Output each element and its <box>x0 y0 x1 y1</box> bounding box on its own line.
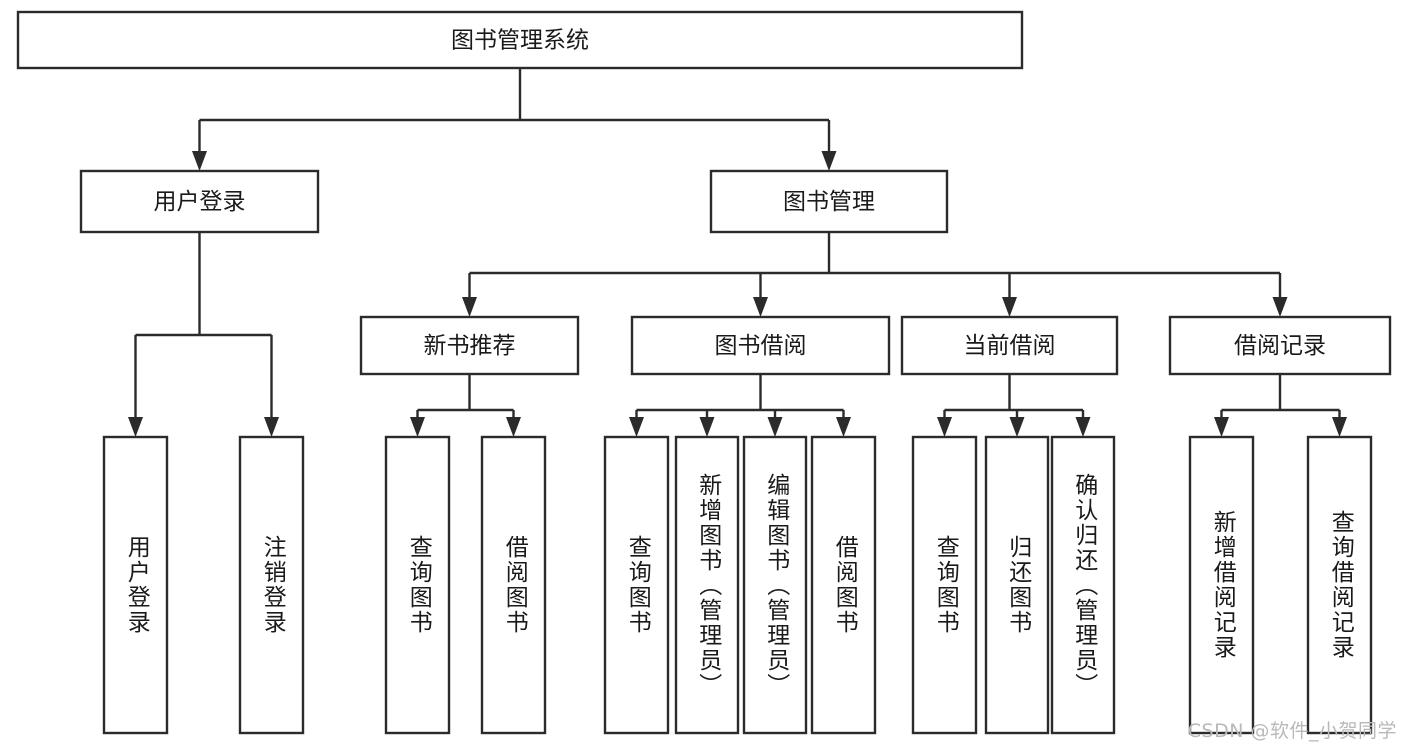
node-label: 用户登录 <box>154 189 246 215</box>
arrow-head-icon <box>264 417 279 437</box>
node-box[interactable] <box>79 169 320 234</box>
arrow-head-icon <box>1332 417 1347 437</box>
node-leaf-query-book-2[interactable] <box>603 435 670 735</box>
node-box[interactable] <box>238 435 305 735</box>
node-box[interactable] <box>102 435 169 735</box>
arrow-head-icon <box>629 417 644 437</box>
node-leaf-return-book[interactable] <box>984 435 1050 735</box>
node-book-manage[interactable]: 图书管理 <box>709 169 949 234</box>
node-leaf-add-book[interactable] <box>674 435 740 735</box>
node-box[interactable] <box>384 435 451 735</box>
arrow-head-icon <box>767 417 783 437</box>
node-label: 图书管理 <box>783 189 875 215</box>
node-box[interactable] <box>603 435 670 735</box>
node-leaf-borrow-book-2[interactable] <box>810 435 877 735</box>
arrow-head-icon <box>753 297 768 317</box>
node-leaf-borrow-book-1[interactable] <box>480 435 547 735</box>
node-leaf-query-book-3[interactable] <box>911 435 978 735</box>
node-borrow-record[interactable]: 借阅记录 <box>1168 315 1392 376</box>
node-box[interactable] <box>984 435 1050 735</box>
node-box[interactable] <box>480 435 547 735</box>
node-box[interactable] <box>900 315 1119 376</box>
node-box[interactable] <box>1050 435 1116 735</box>
node-box[interactable] <box>674 435 740 735</box>
node-label: 新书推荐 <box>424 333 516 359</box>
node-leaf-edit-book[interactable] <box>742 435 808 735</box>
node-book-borrow[interactable]: 图书借阅 <box>630 315 891 376</box>
node-new-book-rec[interactable]: 新书推荐 <box>359 315 580 376</box>
arrow-head-icon <box>506 417 521 437</box>
arrow-head-icon <box>462 297 477 317</box>
node-box[interactable] <box>709 169 949 234</box>
arrow-head-icon <box>699 417 715 437</box>
arrow-head-icon <box>1075 417 1091 437</box>
node-user-login[interactable]: 用户登录 <box>79 169 320 234</box>
arrow-head-icon <box>1272 297 1288 317</box>
node-box[interactable] <box>1306 435 1373 735</box>
node-label: 图书借阅 <box>715 333 807 359</box>
node-box[interactable] <box>742 435 808 735</box>
node-box[interactable] <box>359 315 580 376</box>
arrow-head-icon <box>410 417 425 437</box>
arrow-head-icon <box>1009 417 1025 437</box>
node-leaf-query-book-1[interactable] <box>384 435 451 735</box>
node-box[interactable] <box>911 435 978 735</box>
connector-layer <box>128 68 1347 437</box>
arrow-head-icon <box>937 417 952 437</box>
node-label: 当前借阅 <box>964 333 1056 359</box>
node-leaf-confirm-return[interactable] <box>1050 435 1116 735</box>
arrow-head-icon <box>836 417 851 437</box>
node-box[interactable] <box>1168 315 1392 376</box>
node-label: 图书管理系统 <box>451 28 589 54</box>
arrow-head-icon <box>1002 297 1017 317</box>
arrow-head-icon <box>128 417 143 437</box>
node-box[interactable] <box>16 10 1024 70</box>
node-leaf-query-record[interactable] <box>1306 435 1373 735</box>
node-box[interactable] <box>630 315 891 376</box>
arrow-head-icon <box>821 151 837 171</box>
node-box[interactable] <box>810 435 877 735</box>
node-root[interactable]: 图书管理系统 <box>16 10 1024 70</box>
node-box[interactable] <box>1188 435 1255 735</box>
node-leaf-logout[interactable] <box>238 435 305 735</box>
node-label: 借阅记录 <box>1234 333 1326 359</box>
arrow-head-icon <box>1214 417 1229 437</box>
node-current-borrow[interactable]: 当前借阅 <box>900 315 1119 376</box>
arrow-head-icon <box>192 151 207 171</box>
node-leaf-user-login[interactable] <box>102 435 169 735</box>
node-leaf-add-record[interactable] <box>1188 435 1255 735</box>
watermark-text: CSDN @软件_小贺同学 <box>1187 720 1397 742</box>
